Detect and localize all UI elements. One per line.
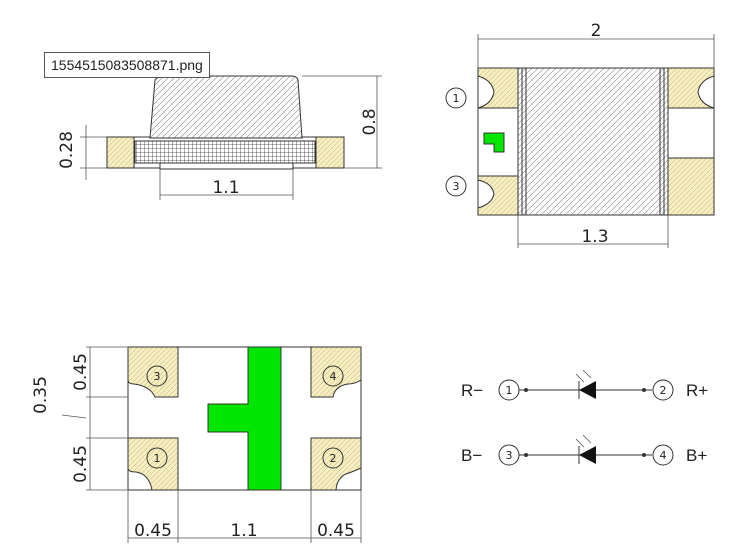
side-dome (149, 75, 303, 139)
schem-pin-3: 3 (506, 449, 513, 462)
label-r-plus: R+ (686, 381, 708, 400)
bottom-view: 3 4 1 2 0.45 0.35 0.45 0.45 1.1 0.45 (31, 346, 362, 543)
dim-0.35: 0.35 (31, 376, 51, 414)
schem-pin-2: 2 (660, 384, 667, 397)
node-dot (524, 453, 528, 457)
bottom-pad-3 (127, 346, 179, 398)
diode-icon-red (579, 381, 596, 399)
label-r-minus: R− (461, 381, 483, 400)
bottom-pin-1: 1 (154, 452, 161, 465)
filename-tooltip: 1554515083508871.png (44, 52, 210, 78)
dim-0.8: 0.8 (360, 108, 380, 135)
top-pad-4 (667, 67, 715, 109)
schematic-row-red: R− 1 2 R+ (461, 369, 708, 401)
top-pin-1: 1 (453, 92, 460, 105)
node-dot (524, 388, 528, 392)
node-dot (642, 388, 646, 392)
bottom-polarity-mark (207, 346, 282, 491)
side-view: 0.28 0.8 1.1 (57, 75, 382, 200)
dim-2: 2 (591, 21, 602, 41)
schematic: R− 1 2 R+ B− 3 4 B+ (461, 369, 708, 466)
top-pad-3 (477, 175, 519, 216)
side-pad-left (106, 136, 135, 169)
diode-icon-blue (579, 446, 596, 464)
dim-0.45-left: 0.45 (134, 521, 172, 541)
top-pad-2 (667, 157, 715, 216)
dim-0.45-top: 0.45 (71, 353, 91, 391)
bottom-pad-1 (127, 437, 179, 491)
schem-pin-4: 4 (660, 449, 667, 462)
dim-1.1-bottom: 1.1 (230, 521, 257, 541)
top-pad-1 (477, 67, 519, 109)
dim-1.3: 1.3 (581, 227, 608, 247)
dim-0.28: 0.28 (57, 131, 77, 169)
schematic-row-blue: B− 3 4 B+ (461, 434, 707, 466)
bottom-pin-4: 4 (330, 370, 337, 383)
schem-pin-1: 1 (506, 384, 513, 397)
top-view: 1 3 2 1.3 (445, 21, 715, 248)
label-b-minus: B− (461, 446, 482, 465)
dim-0.45-bottom: 0.45 (71, 445, 91, 483)
polarity-mark (483, 132, 505, 153)
bottom-pad-2 (310, 437, 362, 491)
side-bottom-plate (159, 162, 294, 170)
top-pin-3: 3 (453, 180, 460, 193)
bottom-pin-3: 3 (154, 370, 161, 383)
node-dot (642, 453, 646, 457)
side-pad-right (315, 136, 345, 169)
dim-0.45-right: 0.45 (317, 521, 355, 541)
top-lens (517, 67, 669, 216)
label-b-plus: B+ (686, 446, 707, 465)
bottom-pin-2: 2 (330, 452, 337, 465)
side-chip-layer (134, 140, 316, 164)
bottom-pad-4 (310, 346, 362, 398)
dim-1.1-side: 1.1 (212, 178, 239, 198)
